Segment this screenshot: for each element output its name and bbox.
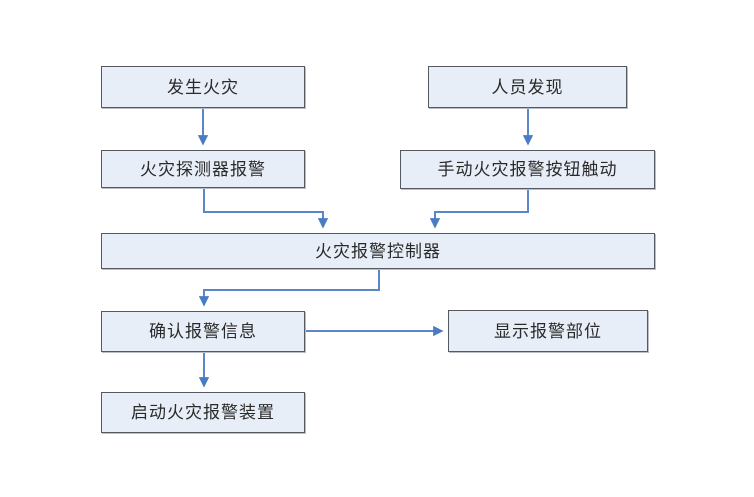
node-label: 启动火灾报警装置 — [131, 403, 275, 422]
node-label: 显示报警部位 — [494, 321, 602, 341]
node-alarm-controller[interactable]: 火灾报警控制器 — [101, 233, 655, 269]
connector-manual-call-point-to-controller — [429, 189, 529, 229]
node-label: 人员发现 — [491, 77, 564, 97]
node-label: 发生火灾 — [167, 77, 239, 97]
node-label: 手动火灾报警按钮触动 — [437, 160, 618, 179]
node-detector-alarm[interactable]: 火灾探测器报警 — [101, 150, 305, 188]
node-confirm-alarm-info[interactable]: 确认报警信息 — [101, 311, 305, 352]
node-fire-occurs[interactable]: 发生火灾 — [101, 66, 305, 108]
node-label: 火灾探测器报警 — [140, 159, 266, 179]
node-display-location[interactable]: 显示报警部位 — [448, 310, 648, 352]
node-label: 火灾报警控制器 — [315, 241, 441, 261]
node-label: 确认报警信息 — [149, 322, 257, 341]
connector-controller-to-confirm-alarm-info — [198, 269, 380, 307]
node-person-discovers[interactable]: 人员发现 — [428, 66, 627, 108]
node-manual-call-point[interactable]: 手动火灾报警按钮触动 — [400, 150, 655, 189]
connector-detector-alarm-to-controller — [203, 188, 329, 229]
node-start-alarm-device[interactable]: 启动火灾报警装置 — [101, 392, 305, 433]
